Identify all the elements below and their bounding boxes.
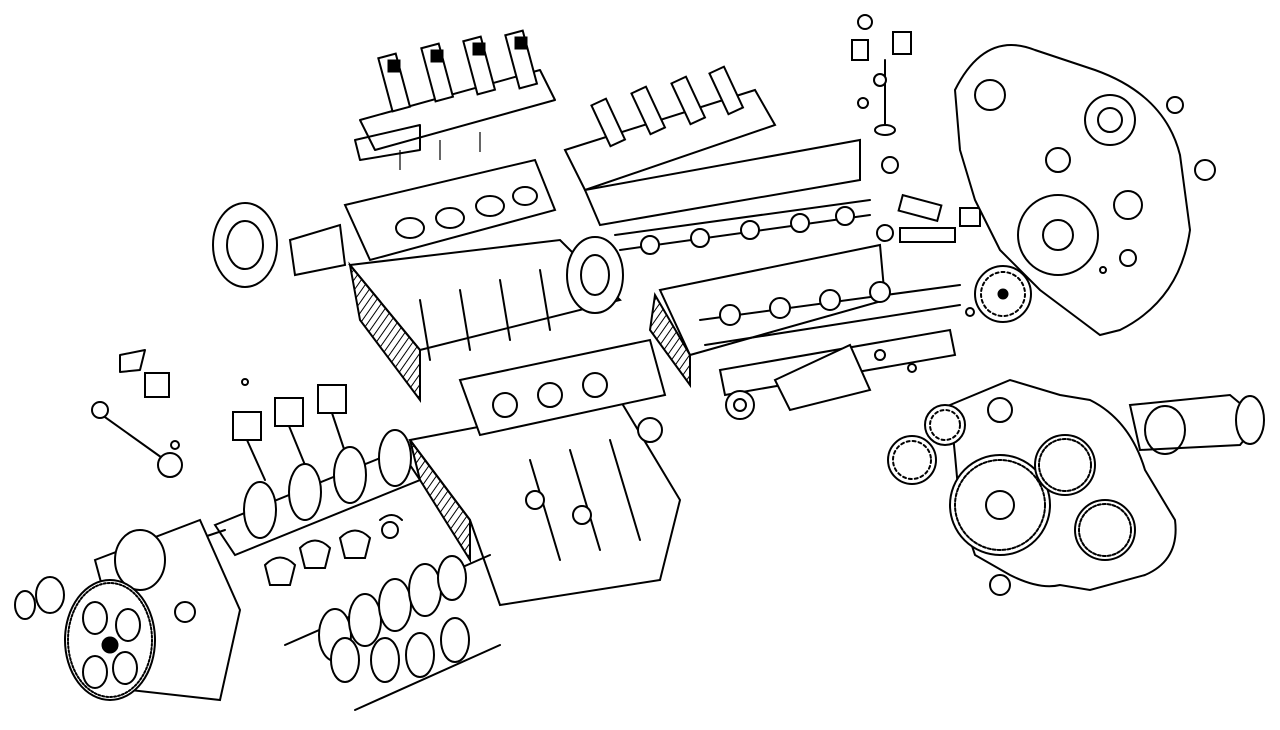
timing-gear-icon [974,265,1032,323]
cylinder-head-right [648,243,961,389]
connecting-rod-icon [91,401,346,481]
camshaft-icon [614,199,871,255]
injector-rail-right [563,65,861,227]
valve-spring-icon [851,14,981,243]
piston-icon [119,349,347,441]
timing-gear-left [887,404,966,485]
injector-rail-icon [354,29,556,170]
accessory-drive [1128,393,1265,455]
bearing-caps [263,514,403,586]
gear-housing [948,378,1177,596]
camshaft-lower [718,328,957,420]
crankcase [408,338,682,607]
timing-cover-icon [953,44,1216,337]
crankshaft-icon [194,429,422,557]
flywheel-icon [14,518,242,702]
cylinder-head-icon [212,158,557,288]
cylinder-block-left [348,236,624,403]
fasteners [170,266,1107,539]
gearbox-icon [284,554,501,711]
